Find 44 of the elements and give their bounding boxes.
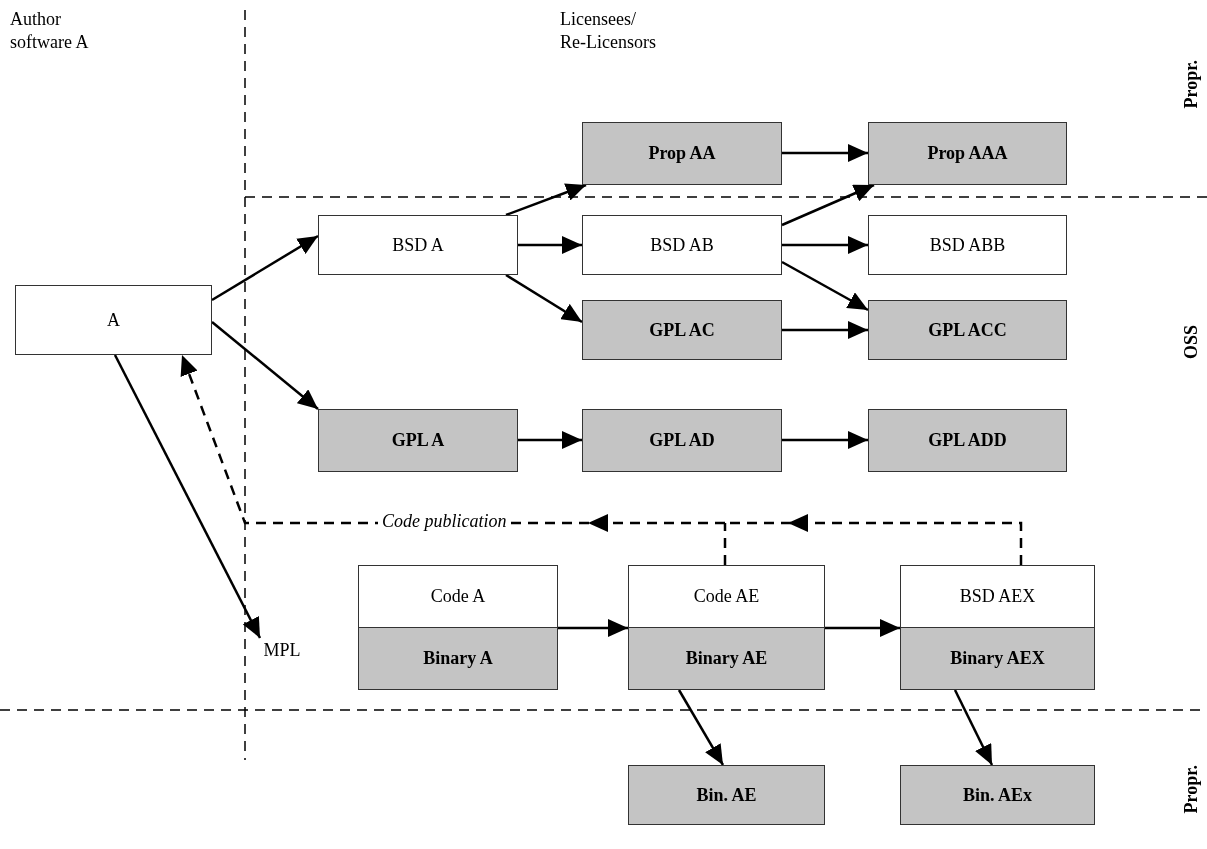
process-box: GPL AC [582, 300, 782, 360]
arrow [782, 431, 868, 449]
lane-label: Propr. [1180, 60, 1202, 109]
split-box [358, 565, 558, 690]
arrow [505, 273, 583, 324]
column-heading: Author software A [10, 8, 90, 55]
column-heading: Licensees/ Re-Licensors [560, 8, 657, 55]
arrow [782, 321, 868, 339]
process-box: BSD A [318, 215, 518, 275]
lane-label: Propr. [1180, 765, 1202, 814]
zone-label: MPL [260, 638, 304, 662]
split-box [628, 565, 825, 690]
process-box: BSD ABB [868, 215, 1067, 275]
process-box: GPL A [318, 409, 518, 472]
dashed-line [723, 523, 727, 565]
box-section-text: Binary A [359, 627, 557, 689]
process-box: GPL AD [582, 409, 782, 472]
arrow [781, 260, 869, 312]
box-section-text: Binary AE [629, 627, 824, 689]
arrow [953, 689, 994, 766]
arrow [505, 183, 587, 217]
arrow [782, 236, 868, 254]
split-box [900, 565, 1095, 690]
arrow [781, 183, 875, 227]
lane-label: OSS [1180, 325, 1202, 360]
process-box: Prop AA [582, 122, 782, 185]
process-box: GPL ACC [868, 300, 1067, 360]
arrow [211, 321, 319, 410]
arrow [518, 236, 582, 254]
arrow [558, 619, 628, 637]
arrow [211, 234, 319, 302]
process-box: Bin. AE [628, 765, 825, 825]
process-box: GPL ADD [868, 409, 1067, 472]
arrow [825, 619, 900, 637]
arrow [518, 431, 582, 449]
arrow [782, 144, 868, 162]
process-box: BSD AB [582, 215, 782, 275]
arrow [677, 689, 725, 766]
dashed-arrow [728, 514, 1023, 565]
process-box: A [15, 285, 212, 355]
arrow [113, 354, 262, 639]
process-box: Prop AAA [868, 122, 1067, 185]
box-section-text: Binary AEX [901, 627, 1094, 689]
process-box: Bin. AEx [900, 765, 1095, 825]
